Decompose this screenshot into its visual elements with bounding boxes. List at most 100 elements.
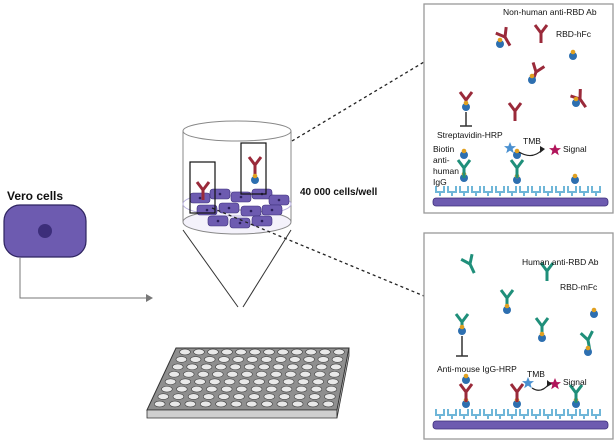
plate-well: [291, 348, 303, 356]
plate-well: [221, 348, 233, 356]
plate-well: [223, 378, 236, 385]
top-secondary-label-1: Biotin: [433, 144, 455, 154]
zoom-dotted-bottom: [211, 207, 425, 297]
zoom-line: [182, 229, 239, 308]
plate-well: [309, 393, 321, 400]
plate-well: [172, 363, 184, 371]
plate-well: [260, 356, 273, 363]
bottom-detector-label: Anti-mouse IgG-HRP: [437, 364, 517, 374]
plate-well: [248, 393, 260, 400]
plate-well: [193, 348, 205, 356]
plate-well: [331, 356, 344, 363]
plate-well: [250, 385, 263, 393]
plate-well: [218, 356, 230, 363]
plate-well: [263, 348, 275, 356]
plate-well: [235, 348, 247, 356]
plate-well: [297, 378, 310, 385]
top-secondary-label-4: IgG: [433, 177, 447, 187]
plate-well: [295, 385, 308, 393]
top-signal-label: Signal: [563, 144, 587, 154]
plate-well: [310, 385, 323, 393]
plate-well: [255, 371, 268, 378]
plate-well: [253, 378, 265, 385]
plate-well: [272, 363, 285, 371]
zoom-box-bottom: [189, 161, 216, 214]
plate-well: [246, 356, 259, 363]
plate-well: [207, 348, 219, 356]
plate-well: [153, 400, 166, 408]
bottom-antibody-label: Human anti-RBD Ab: [522, 257, 599, 267]
cells-per-well-label: 40 000 cells/well: [300, 187, 378, 198]
plate-well: [278, 393, 291, 400]
top-detector-label: Streptavidin-HRP: [437, 130, 503, 140]
plate-well: [280, 385, 293, 393]
plate-well: [209, 378, 221, 385]
plate-well: [230, 400, 243, 408]
plate-well: [282, 378, 295, 385]
plate-well: [233, 393, 245, 400]
plate-well: [324, 393, 336, 400]
plate-well: [206, 385, 218, 393]
plate-well: [215, 400, 227, 408]
plate-well: [277, 348, 289, 356]
seeding-arrow: [19, 258, 146, 299]
plate-well: [168, 371, 180, 378]
bottom-panel: [423, 232, 614, 440]
plate-well: [327, 378, 339, 385]
plate-well: [187, 393, 200, 400]
plate-well: [203, 393, 215, 400]
plate-well: [169, 400, 181, 408]
plate-well: [175, 356, 188, 363]
plate-well: [289, 356, 301, 363]
top-panel: [423, 3, 614, 214]
plate-well: [218, 393, 230, 400]
plate-well: [200, 363, 213, 371]
top-antibody-label: Non-human anti-RBD Ab: [503, 7, 597, 17]
plate-well: [204, 356, 216, 363]
well-plate: [146, 347, 350, 419]
plate-well: [319, 348, 331, 356]
plate-well: [275, 356, 287, 363]
plate-well: [315, 363, 328, 371]
plate-well: [276, 400, 289, 408]
plate-well: [191, 385, 203, 393]
plate-well: [161, 385, 173, 393]
plate-well: [328, 371, 341, 378]
bottom-substrate-label: TMB: [527, 369, 545, 379]
plate-well: [305, 348, 317, 356]
zoom-dotted-top: [291, 61, 425, 142]
zoom-line: [242, 229, 292, 308]
cell-nucleus: [38, 224, 52, 238]
plate-well: [312, 378, 324, 385]
plate-well: [299, 371, 311, 378]
plate-well: [265, 385, 278, 393]
plate-well: [179, 348, 191, 356]
well-cylinder: [182, 120, 292, 235]
plate-well: [157, 393, 169, 400]
plate-well: [285, 371, 297, 378]
plate-well: [261, 400, 273, 408]
plate-well: [249, 348, 261, 356]
plate-well: [245, 400, 258, 408]
plate-well: [263, 393, 275, 400]
arrow-head: [146, 294, 153, 302]
plate-well: [238, 378, 251, 385]
plate-well: [268, 378, 280, 385]
plate-well: [307, 400, 319, 408]
plate-well: [215, 363, 227, 371]
plate-well: [197, 371, 209, 378]
vero-cells-label: Vero cells: [7, 189, 64, 203]
plate-well: [183, 371, 195, 378]
plate-well: [186, 363, 198, 371]
plate-well: [221, 385, 233, 393]
top-probe-label: RBD-hFc: [556, 29, 591, 39]
plate-well: [291, 400, 304, 408]
plate-well: [325, 385, 338, 393]
plate-well: [301, 363, 313, 371]
zoom-box-top: [240, 142, 267, 195]
plate-well: [293, 393, 306, 400]
plate-well: [199, 400, 212, 408]
plate-well: [212, 371, 224, 378]
plate-well: [241, 371, 253, 378]
plate-well: [303, 356, 315, 363]
